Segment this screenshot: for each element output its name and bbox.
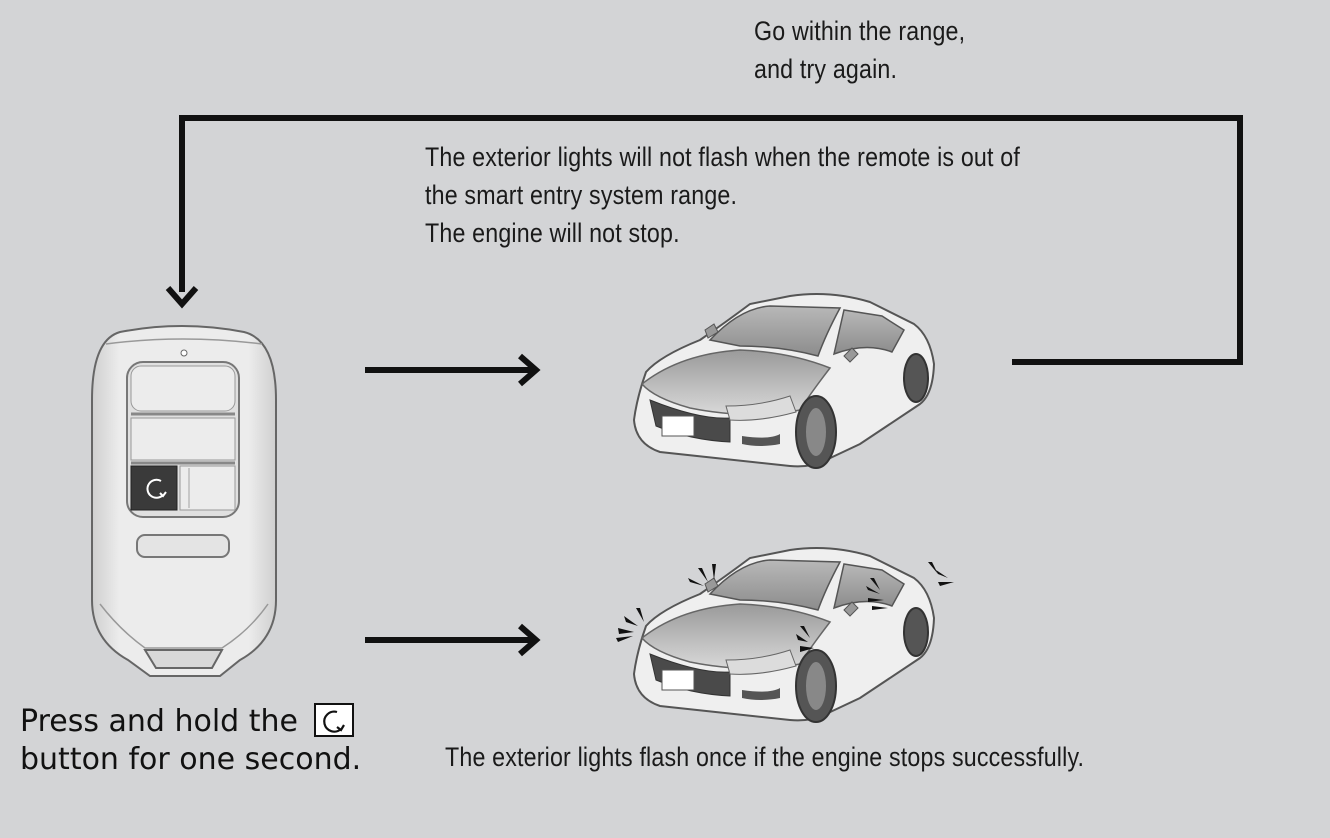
- arrow-down-icon: [165, 286, 199, 309]
- out-of-range-callout: The exterior lights will not flash when …: [425, 138, 1020, 252]
- instruction-text: button for one second.: [20, 742, 362, 777]
- retry-callout: Go within the range, and try again.: [754, 12, 965, 88]
- engine-start-icon: [313, 703, 354, 737]
- arrow-right-icon: [365, 353, 541, 387]
- remote-key-fob: [91, 325, 277, 677]
- instruction-caption: Press and hold the button for one second…: [20, 703, 361, 779]
- return-loop: [165, 115, 1243, 365]
- light-flash-icon: [928, 562, 954, 586]
- light-flash-icon: [866, 578, 888, 610]
- engine-start-icon: [146, 478, 167, 499]
- retry-line: and try again.: [754, 54, 898, 84]
- out-of-range-line: The engine will not stop.: [425, 218, 680, 248]
- light-flash-icon: [616, 608, 644, 642]
- light-flash-icon: [688, 564, 716, 586]
- out-of-range-line: the smart entry system range.: [425, 180, 738, 210]
- sedan-car-icon: [632, 547, 936, 723]
- success-callout: The exterior lights flash once if the en…: [445, 742, 1085, 772]
- sedan-car-icon: [632, 293, 936, 469]
- arrow-right-icon: [365, 623, 541, 657]
- retry-line: Go within the range,: [754, 16, 966, 46]
- out-of-range-line: The exterior lights will not flash when …: [425, 142, 1020, 172]
- instruction-text: Press and hold the: [20, 704, 298, 739]
- light-flash-icon: [796, 626, 814, 652]
- instruction-line-1: Press and hold the: [20, 703, 361, 741]
